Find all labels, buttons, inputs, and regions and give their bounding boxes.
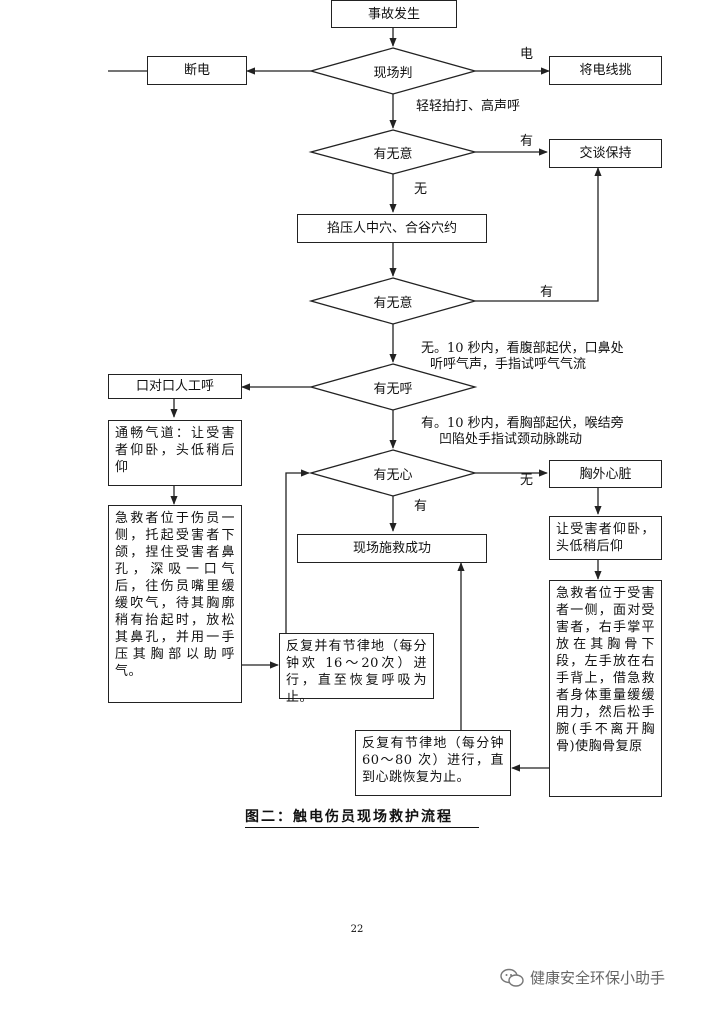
wechat-icon [500,968,524,987]
compression-box: 急救者位于受害者一侧，面对受害者，右手掌平放在其胸骨下段，左手放在右手背上，借急… [549,580,662,797]
cpr-box: 胸外心脏 [549,460,662,488]
repeat-breath-box: 反复并有节律地（每分钟欢 16～20次）进行，直至恢复呼吸为止。 [279,633,434,705]
judge-label: 现场判 [373,66,413,81]
page-number: 22 [350,924,364,935]
heartbeat-label: 有无心 [373,468,413,483]
power-off-box: 断电 [147,56,247,85]
airway-box: 通畅气道：让受害者仰卧，头低稍后仰 [108,420,242,486]
press-points-box: 掐压人中穴、合谷穴约 [297,214,487,243]
keep-talking-box: 交谈保持 [549,139,662,168]
power-off-label: 断电 [183,63,210,78]
watermark-text: 健康安全环保小助手 [530,969,666,987]
conscious2-label: 有无意 [373,296,413,311]
rescue-breath-text: 急救者位于伤员一侧，托起受害者下颌，捏住受害者鼻孔，深吸一口气后，往伤员嘴里缓缓… [115,511,235,679]
figure-caption: 图二：触电伤员现场救护流程 [245,806,479,828]
accident-label: 事故发生 [367,6,420,22]
yes-heart-label: 有 [414,499,428,514]
watermark: 健康安全环保小助手 [500,967,665,988]
breathing-label: 有无呼 [373,382,413,397]
repeat-cpr-box: 反复有节律地（每分钟 60～80 次）进行，直到心跳恢复为止。 [355,730,511,796]
power-edge-label: 电 [520,47,534,62]
keep-talking-label: 交谈保持 [579,146,632,161]
repeat-breath-text: 反复并有节律地（每分钟欢 16～20次）进行，直至恢复呼吸为止。 [286,639,427,705]
success-label: 现场施救成功 [352,541,431,556]
pat-call-text: 轻轻拍打、高声呼 [416,99,521,114]
supine-box: 让受害者仰卧，头低稍后仰 [549,516,662,560]
mouth-to-mouth-label: 口对口人工呼 [135,379,214,394]
airway-text: 通畅气道：让受害者仰卧，头低稍后仰 [115,426,235,475]
conscious1-label: 有无意 [373,147,413,162]
supine-text: 让受害者仰卧，头低稍后仰 [556,522,655,554]
cpr-label: 胸外心脏 [579,466,632,482]
no-breath-note-line1: 无。10 秒内，看腹部起伏，口鼻处 [421,341,624,356]
pick-wire-box: 将电线挑 [549,56,662,85]
yes1-label: 有 [520,134,534,149]
rescue-breath-box: 急救者位于伤员一侧，托起受害者下颌，捏住受害者鼻孔，深吸一口气后，往伤员嘴里缓缓… [108,505,242,703]
accident-box: 事故发生 [331,0,457,28]
compression-text: 急救者位于受害者一侧，面对受害者，右手掌平放在其胸骨下段，左手放在右手背上，借急… [556,586,655,754]
press-points-label: 掐压人中穴、合谷穴约 [326,221,457,236]
no1-label: 无 [414,182,428,197]
repeat-cpr-text: 反复有节律地（每分钟 60～80 次）进行，直到心跳恢复为止。 [362,736,504,785]
yes2-label: 有 [540,285,554,300]
no-heart-label: 无 [520,473,534,488]
no-breath-note-line2: 听呼气声，手指试呼气气流 [430,357,587,372]
yes-breath-note-line2: 凹陷处手指试颈动脉跳动 [439,432,583,447]
success-box: 现场施救成功 [297,534,487,563]
pick-wire-label: 将电线挑 [579,63,632,78]
mouth-to-mouth-box: 口对口人工呼 [108,374,242,399]
yes-breath-note-line1: 有。10 秒内，看胸部起伏，喉结旁 [421,416,624,431]
